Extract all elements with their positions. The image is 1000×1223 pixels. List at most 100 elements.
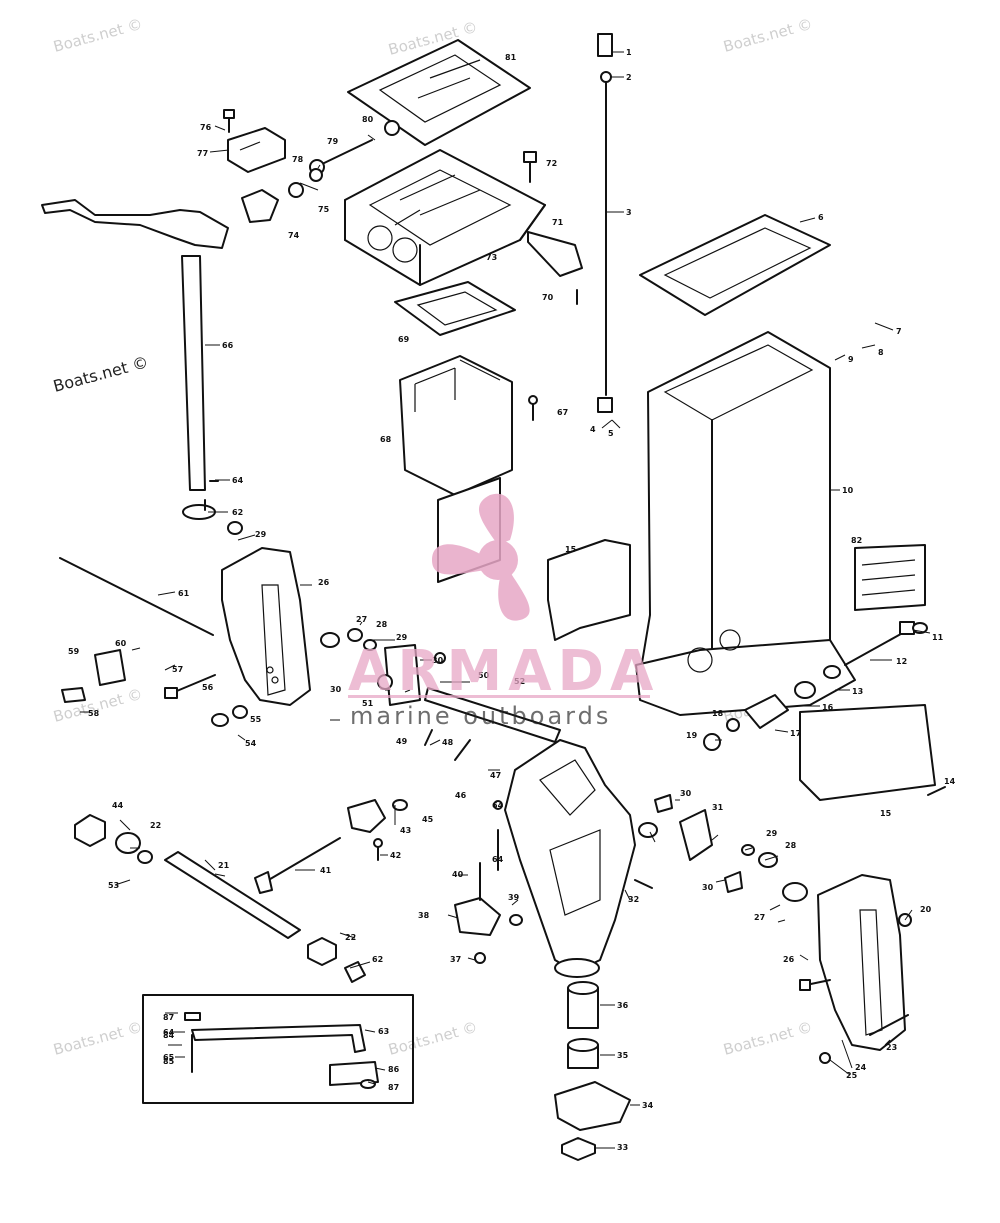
part-number-label: 74 (288, 231, 300, 240)
part-number-label: 78 (292, 155, 304, 164)
part-number-label: 22 (150, 821, 161, 830)
part-number-label: 14 (944, 777, 956, 786)
part-number-label: 4 (590, 425, 596, 434)
part-number-label: 84 (163, 1031, 175, 1040)
lower-cover (547, 539, 936, 801)
inset-box (142, 994, 414, 1104)
adaptor-plate (344, 149, 546, 286)
part-number-label: 69 (398, 335, 410, 344)
part-labels: 1 2 3 4 5 6 7 8 9 10 11 12 13 14 15 15 1… (68, 48, 956, 1152)
watermark-text: Boats.net © (51, 15, 144, 56)
part-number-label: 35 (617, 1051, 629, 1060)
part-number-label: 29 (396, 633, 408, 642)
part-number-label: 7 (896, 327, 902, 336)
watermark-text: Boats.net © (386, 1018, 479, 1059)
part-number-label: 46 (455, 791, 467, 800)
part-number-label: 38 (418, 911, 430, 920)
part-number-label: 26 (783, 955, 795, 964)
part-number-label: 36 (617, 1001, 629, 1010)
part-number-label: 30 (680, 789, 692, 798)
propeller-icon (432, 493, 530, 621)
part-number-label: 48 (442, 738, 454, 747)
part-number-label: 15 (565, 545, 577, 554)
part-number-label: 62 (372, 955, 383, 964)
part-number-label: 56 (202, 683, 214, 692)
part-number-label: 10 (842, 486, 854, 495)
part-number-label: 86 (388, 1065, 400, 1074)
part-number-label: 44 (112, 801, 124, 810)
shift-rod (597, 33, 613, 413)
part-number-label: 60 (115, 639, 127, 648)
part-number-label: 40 (452, 870, 464, 879)
shift-bracket (527, 231, 583, 305)
part-number-label: 39 (508, 893, 520, 902)
part-number-label: 87 (163, 1013, 174, 1022)
part-number-label: 29 (766, 829, 778, 838)
part-number-label: 71 (552, 218, 564, 227)
part-number-label: 26 (318, 578, 330, 587)
part-number-label: 23 (886, 1043, 897, 1052)
part-number-label: 64 (492, 801, 504, 810)
part-number-label: 53 (108, 881, 119, 890)
part-number-label: 57 (172, 665, 183, 674)
part-number-label: 41 (320, 866, 332, 875)
part-number-label: 64 (492, 855, 504, 864)
side-plate (854, 544, 926, 611)
part-number-label: 79 (327, 137, 339, 146)
part-number-label: 19 (686, 731, 698, 740)
part-number-label: 72 (546, 159, 557, 168)
clamp-bracket-left (164, 547, 311, 706)
leader-lines (80, 51, 931, 1149)
swivel-bracket (504, 739, 636, 978)
lower-bushings (554, 981, 631, 1161)
part-number-label: 54 (245, 739, 257, 748)
part-number-label: 5 (608, 429, 614, 438)
clamp-bracket-right (799, 874, 909, 1051)
part-number-label: 32 (628, 895, 639, 904)
part-number-label: 77 (197, 149, 208, 158)
part-number-label: 6 (818, 213, 824, 222)
part-number-label: 17 (790, 729, 801, 738)
part-number-label: 51 (362, 699, 374, 708)
part-number-label: 76 (200, 123, 212, 132)
part-number-label: 75 (318, 205, 330, 214)
center-small-parts (61, 644, 743, 964)
part-number-label: 31 (712, 803, 724, 812)
part-number-label: 28 (785, 841, 797, 850)
steering-handle (41, 168, 323, 520)
driveshaft-housing (635, 331, 856, 716)
exhaust-gasket (347, 39, 531, 146)
part-number-label: 12 (896, 657, 907, 666)
right-hardware (703, 621, 946, 796)
logo-name: ARMADA (348, 639, 659, 704)
part-number-label: 16 (822, 703, 834, 712)
part-number-label: 25 (846, 1071, 858, 1080)
part-number-label: 81 (505, 53, 517, 62)
part-number-label: 82 (851, 536, 862, 545)
part-number-label: 63 (378, 1027, 389, 1036)
pins (204, 395, 538, 871)
part-number-label: 66 (222, 341, 234, 350)
part-number-label: 21 (218, 861, 230, 870)
part-number-label: 49 (396, 737, 408, 746)
part-number-label: 29 (255, 530, 267, 539)
watermark-text: Boats.net © (51, 1018, 144, 1059)
part-number-label: 59 (68, 647, 80, 656)
part-number-label: 27 (754, 913, 765, 922)
part-number-label: 11 (932, 633, 944, 642)
watermark-text: Boats.net © (51, 352, 150, 396)
part-number-label: 73 (486, 253, 497, 262)
part-number-label: 47 (490, 771, 501, 780)
part-number-label: 1 (626, 48, 632, 57)
part-number-label: 70 (542, 293, 554, 302)
part-number-label: 13 (852, 687, 863, 696)
part-number-label: 67 (557, 408, 568, 417)
part-number-label: 9 (848, 355, 854, 364)
part-number-label: 58 (88, 709, 100, 718)
part-number-label: 15 (880, 809, 892, 818)
part-number-label: 80 (362, 115, 374, 124)
part-number-label: 33 (617, 1143, 628, 1152)
part-number-label: 45 (422, 815, 434, 824)
